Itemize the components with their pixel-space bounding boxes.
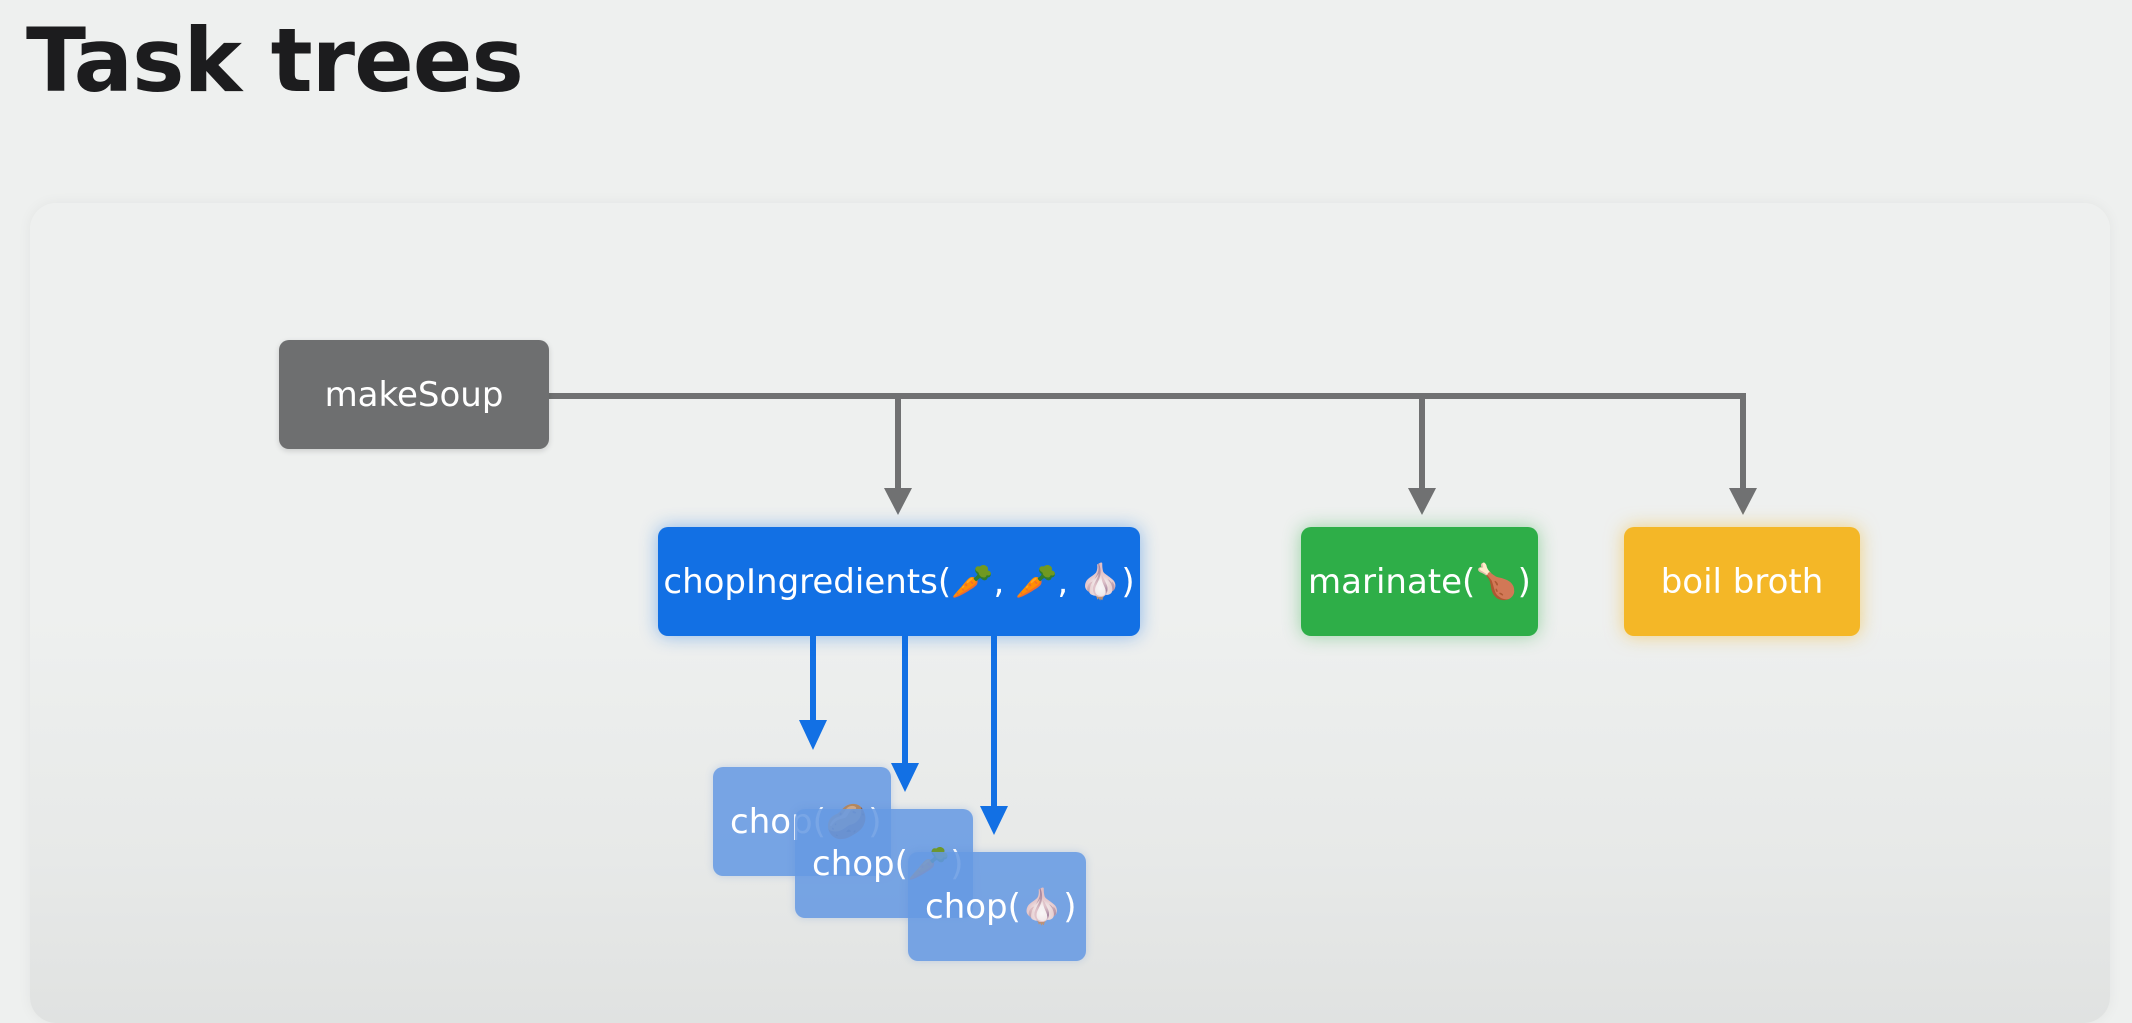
node-chop-subtask: chop(🧄) (908, 852, 1086, 961)
node-make-soup-label: makeSoup (324, 374, 504, 415)
node-marinate-label: marinate(🍗) (1308, 561, 1531, 602)
node-chop-ingredients: chopIngredients(🥕, 🥕, 🧄) (658, 527, 1140, 636)
node-chop-ingredients-label: chopIngredients(🥕, 🥕, 🧄) (663, 561, 1135, 602)
node-boil-broth: boil broth (1624, 527, 1860, 636)
node-marinate: marinate(🍗) (1301, 527, 1538, 636)
node-chop-subtask-label: chop(🧄) (925, 886, 1077, 927)
slide-title: Task trees (26, 9, 524, 112)
node-boil-broth-label: boil broth (1660, 561, 1824, 602)
node-make-soup: makeSoup (279, 340, 549, 449)
